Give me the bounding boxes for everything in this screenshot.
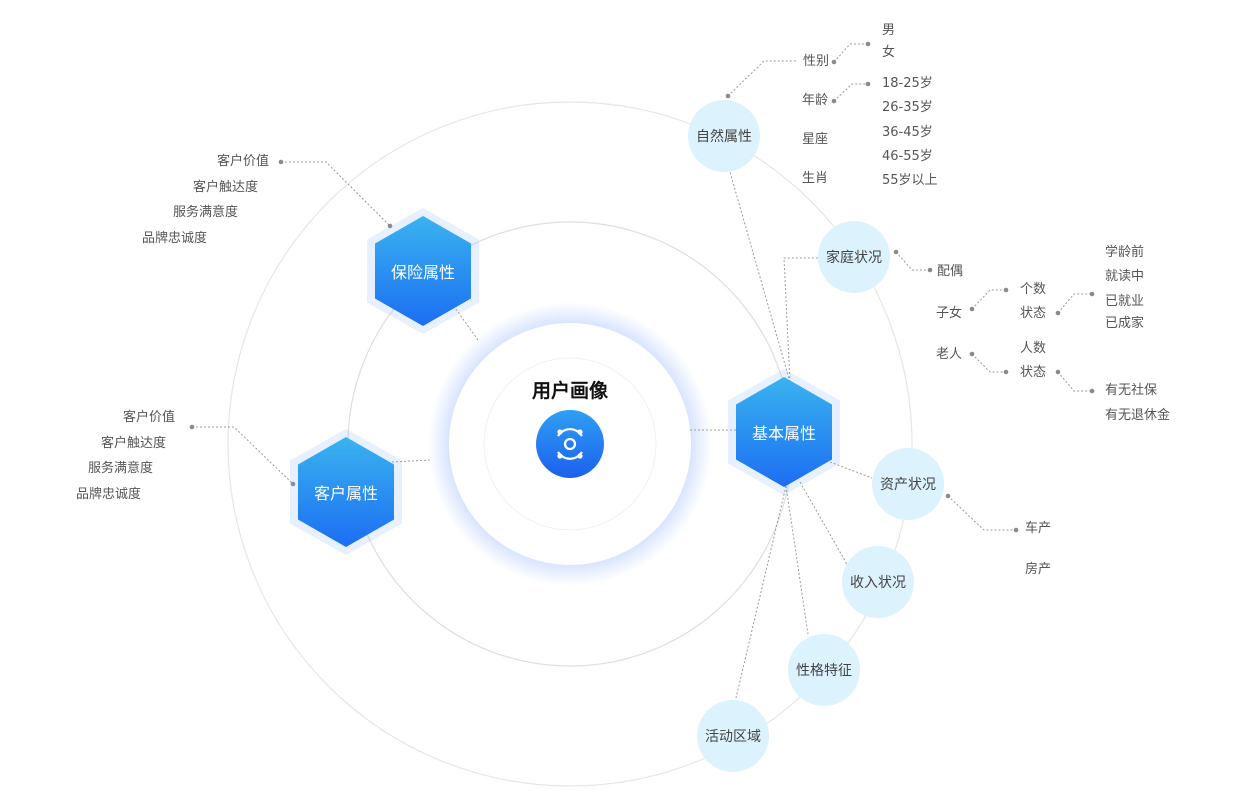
elderly-status-option: 有无社保	[1105, 383, 1158, 398]
children-status-option: 就读中	[1105, 269, 1145, 284]
natural-attributes-bubble[interactable]: 自然属性	[688, 100, 760, 172]
user-portrait-icon	[536, 410, 604, 478]
insurance-item: 服务满意度	[173, 205, 239, 220]
asset-item: 房产	[1025, 562, 1052, 577]
family-status-bubble[interactable]: 家庭状况	[818, 221, 890, 293]
elderly-status-option: 有无退休金	[1105, 408, 1171, 423]
assets-status-bubble[interactable]: 资产状况	[872, 448, 944, 520]
insurance-item: 客户价值	[217, 154, 270, 169]
customer-attributes-node[interactable]: 客户属性	[290, 429, 402, 555]
children-status-option: 学龄前	[1105, 245, 1145, 260]
activity-area-bubble[interactable]: 活动区域	[697, 700, 769, 772]
asset-item: 车产	[1025, 521, 1052, 536]
age-range: 36-45岁	[882, 125, 933, 140]
insurance-attributes-node[interactable]: 保险属性	[367, 208, 479, 334]
natural-field: 生肖	[802, 171, 829, 186]
children-status-option: 已成家	[1105, 316, 1145, 331]
children-count: 个数	[1020, 282, 1047, 297]
basic-attributes-node[interactable]: 基本属性	[728, 369, 840, 495]
gender-option: 女	[882, 45, 896, 60]
customer-item: 服务满意度	[88, 461, 154, 476]
age-range: 55岁以上	[882, 173, 938, 188]
outer-ring	[227, 101, 913, 787]
gender-option: 男	[882, 23, 896, 38]
customer-item: 客户触达度	[101, 436, 167, 451]
insurance-item: 品牌忠诚度	[142, 231, 208, 246]
family-children: 子女	[936, 306, 963, 321]
insurance-item: 客户触达度	[193, 180, 259, 195]
customer-item: 客户价值	[123, 410, 176, 425]
family-elderly: 老人	[936, 347, 963, 362]
age-range: 26-35岁	[882, 100, 933, 115]
children-status-option: 已就业	[1105, 294, 1145, 309]
elderly-count: 人数	[1020, 341, 1047, 356]
children-status: 状态	[1020, 306, 1047, 321]
elderly-status: 状态	[1020, 365, 1047, 380]
center-title: 用户画像	[531, 380, 608, 402]
basic-attributes-label: 基本属性	[736, 377, 832, 487]
natural-field: 性别	[803, 54, 830, 69]
income-status-bubble[interactable]: 收入状况	[842, 546, 914, 618]
customer-item: 品牌忠诚度	[76, 487, 142, 502]
family-spouse: 配偶	[937, 264, 964, 279]
age-range: 46-55岁	[882, 149, 933, 164]
personality-bubble[interactable]: 性格特征	[788, 634, 860, 706]
age-range: 18-25岁	[882, 76, 933, 91]
natural-field: 年龄	[802, 93, 829, 108]
natural-field: 星座	[802, 132, 829, 147]
